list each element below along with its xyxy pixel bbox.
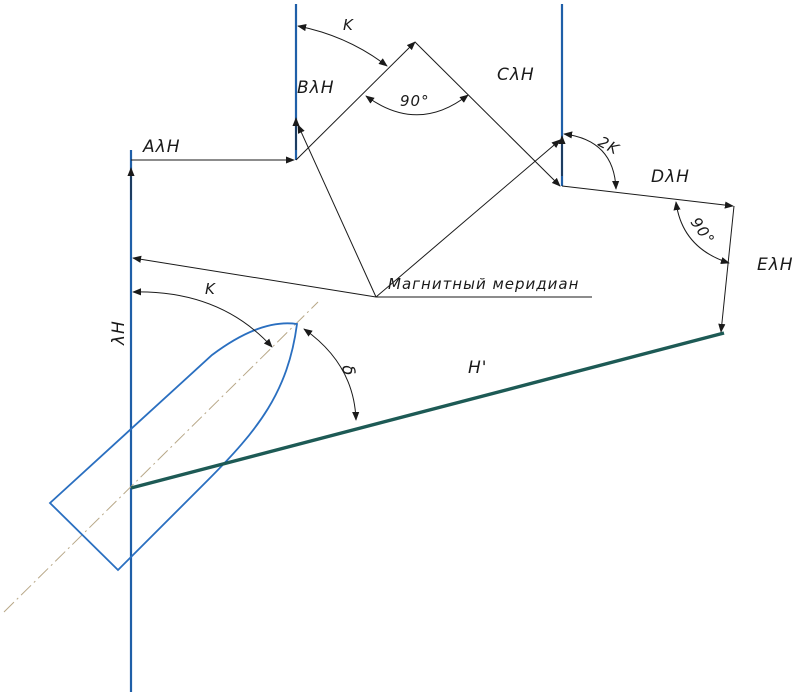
k-top-arc xyxy=(297,24,388,67)
ninety-right-arc xyxy=(673,201,730,264)
c-diagonal-vector xyxy=(414,41,561,187)
delta-label: δ xyxy=(337,363,359,378)
delta-arc xyxy=(303,328,360,421)
c-lambda-h-label: CλH xyxy=(497,65,535,85)
k-bottom-arc xyxy=(132,288,273,348)
ship-hull xyxy=(48,322,299,572)
meridian-to-lambda-h xyxy=(132,255,377,298)
ninety-top-arc xyxy=(365,94,469,116)
two-k-label: 2K xyxy=(595,133,622,159)
ship-centerline xyxy=(3,301,319,613)
k-bottom-label: K xyxy=(205,280,216,298)
k-top-label: K xyxy=(343,16,354,34)
two-k-arc xyxy=(563,131,620,190)
h-prime-vector xyxy=(130,331,725,490)
b-lambda-h-label: BλH xyxy=(297,78,335,98)
b-diagonal-vector xyxy=(295,41,416,161)
ninety-right-label: 90° xyxy=(687,214,719,249)
lambda-h-label: λH xyxy=(109,320,129,346)
ninety-top-label: 90° xyxy=(400,92,430,110)
magnetic-meridian-label: Магнитный меридиан xyxy=(388,275,579,293)
d-vector xyxy=(561,185,734,209)
meridian-to-b xyxy=(297,124,377,298)
h-prime-label: H' xyxy=(468,358,487,378)
d-lambda-h-label: DλH xyxy=(651,167,690,187)
e-vector xyxy=(718,205,735,333)
e-lambda-h-label: EλH xyxy=(757,255,794,275)
meridian-to-c xyxy=(375,139,561,298)
a-lambda-h-label: AλH xyxy=(142,137,180,157)
